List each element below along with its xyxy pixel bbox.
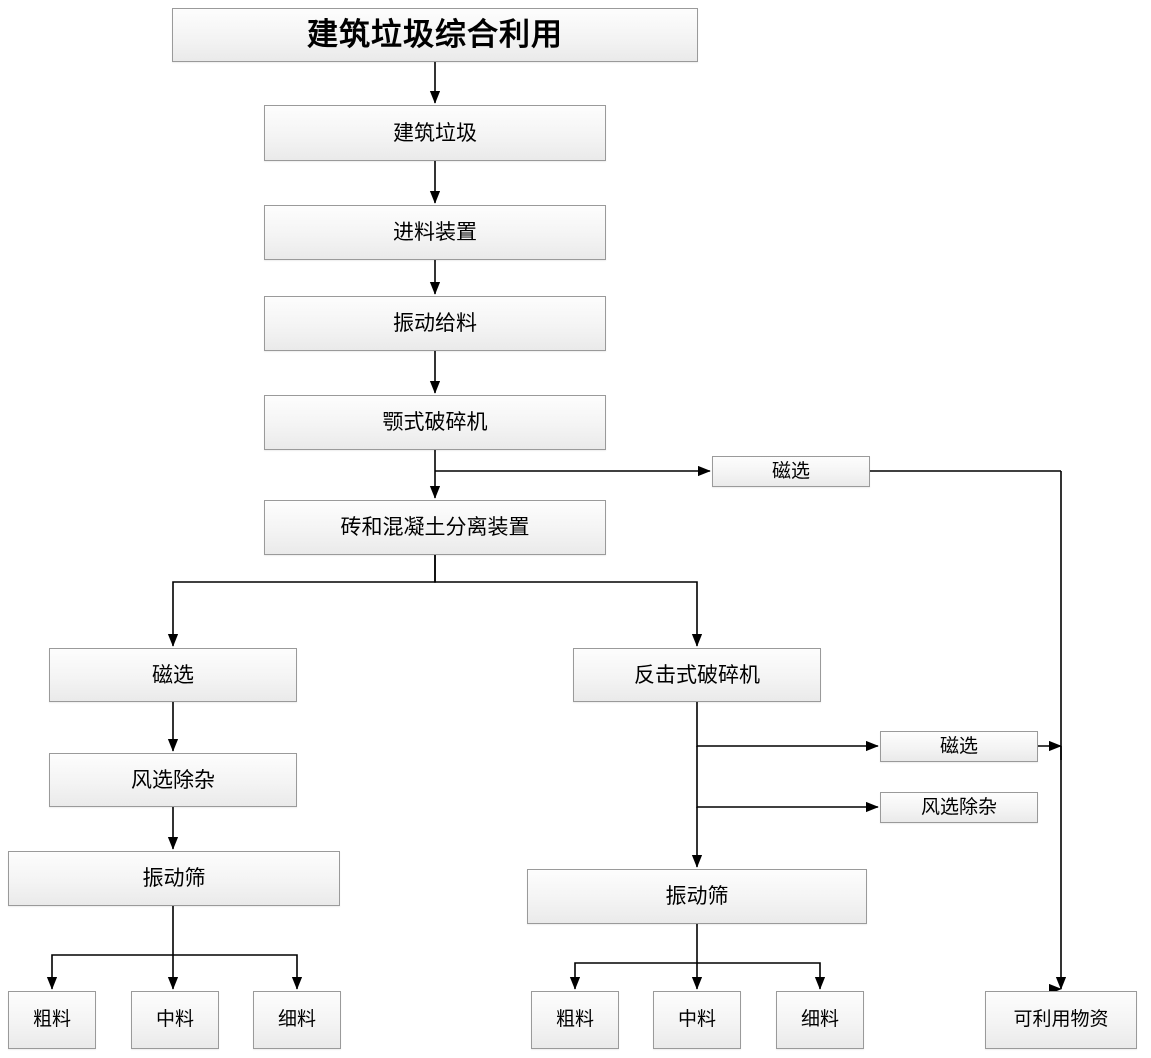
- node-label: 颚式破碎机: [382, 410, 488, 435]
- node-usable-materials: 可利用物资: [985, 991, 1137, 1049]
- node-label: 细料: [800, 1009, 839, 1031]
- node-label: 振动筛: [142, 866, 206, 891]
- node-feeding-device: 进料装置: [264, 205, 606, 260]
- node-coarse-material-right: 粗料: [531, 991, 619, 1049]
- node-label: 细料: [277, 1009, 316, 1031]
- node-label: 中料: [155, 1009, 194, 1031]
- node-construction-waste: 建筑垃圾: [264, 105, 606, 161]
- node-label: 建筑垃圾综合利用: [307, 17, 563, 53]
- node-label: 磁选: [152, 662, 194, 687]
- node-label: 粗料: [32, 1009, 71, 1031]
- node-label: 中料: [677, 1009, 716, 1031]
- node-label: 磁选: [771, 460, 810, 482]
- node-impact-crusher: 反击式破碎机: [573, 648, 821, 702]
- node-coarse-material-left: 粗料: [8, 991, 96, 1049]
- node-medium-material-left: 中料: [131, 991, 219, 1049]
- node-magnetic-separation-left: 磁选: [49, 648, 297, 702]
- node-vibrating-screen-right: 振动筛: [527, 869, 867, 924]
- node-vibrating-screen-left: 振动筛: [8, 851, 340, 906]
- node-label: 风选除杂: [131, 767, 215, 792]
- node-label: 砖和混凝土分离装置: [340, 515, 530, 540]
- node-magnetic-separation-right: 磁选: [880, 731, 1038, 762]
- node-label: 粗料: [555, 1009, 594, 1031]
- node-air-separation-right: 风选除杂: [880, 792, 1038, 823]
- node-brick-concrete-separator: 砖和混凝土分离装置: [264, 500, 606, 555]
- node-jaw-crusher: 颚式破碎机: [264, 395, 606, 450]
- node-label: 反击式破碎机: [634, 662, 760, 687]
- node-label: 磁选: [939, 735, 978, 757]
- node-air-separation-left: 风选除杂: [49, 753, 297, 807]
- node-label: 可利用物资: [1013, 1009, 1109, 1031]
- node-title: 建筑垃圾综合利用: [172, 8, 698, 62]
- node-label: 振动给料: [393, 311, 477, 336]
- node-magnetic-separation-top: 磁选: [712, 456, 870, 487]
- node-fine-material-right: 细料: [776, 991, 864, 1049]
- node-medium-material-right: 中料: [653, 991, 741, 1049]
- node-label: 建筑垃圾: [393, 120, 477, 145]
- node-vibrating-feeder: 振动给料: [264, 296, 606, 351]
- node-label: 风选除杂: [920, 796, 997, 818]
- node-label: 振动筛: [665, 884, 729, 909]
- node-label: 进料装置: [393, 220, 477, 245]
- node-fine-material-left: 细料: [253, 991, 341, 1049]
